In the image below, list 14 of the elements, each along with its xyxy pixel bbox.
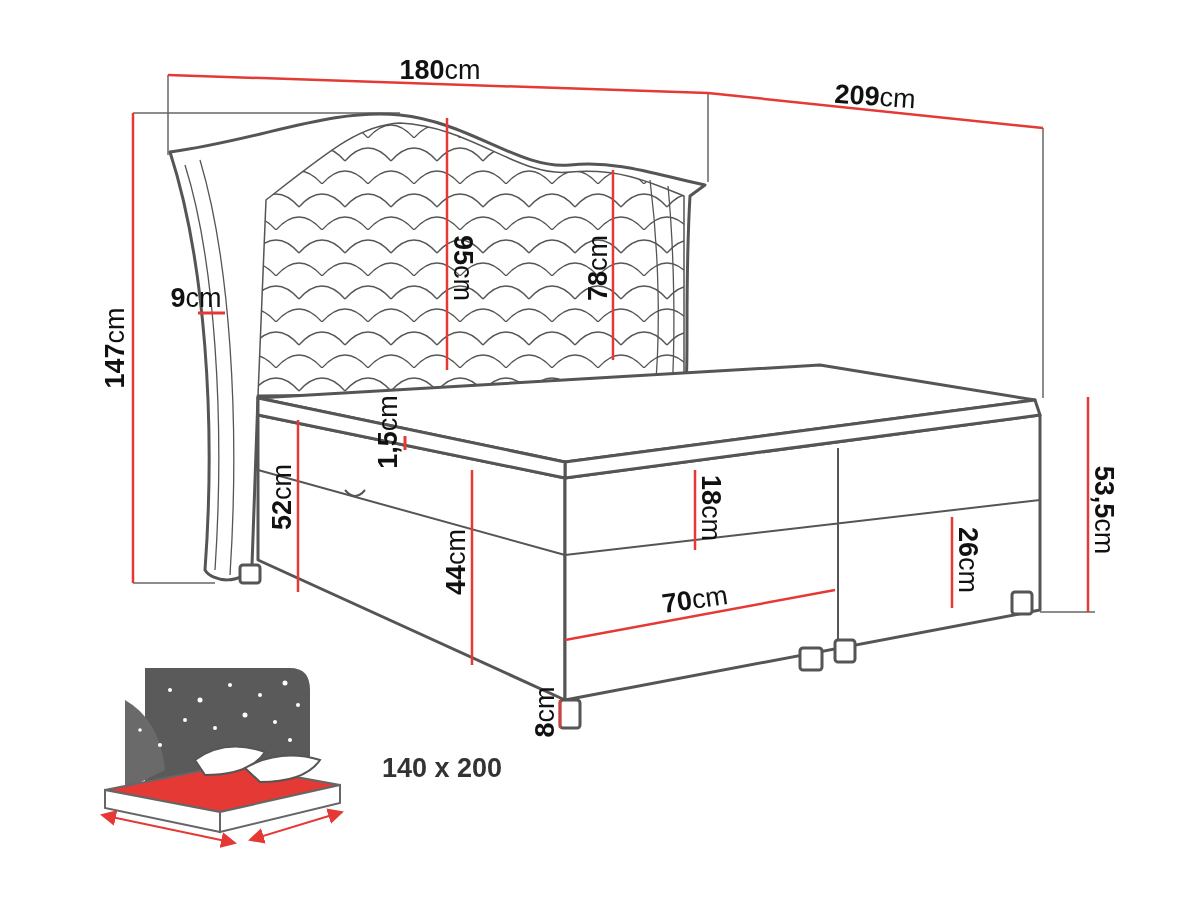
dimension-label: 18cm	[696, 475, 724, 541]
dimension-label: 44cm	[442, 529, 470, 595]
dimension-label: 78cm	[584, 235, 612, 301]
dimension-label: 209cm	[833, 80, 917, 114]
dimension-label: 147cm	[101, 307, 129, 389]
dimension-label: 1,5cm	[374, 395, 402, 469]
dimension-label: 53,5cm	[1089, 465, 1117, 555]
dimension-label: 8cm	[531, 686, 559, 738]
dimension-label: 26cm	[953, 527, 981, 593]
mattress-size-label: 140 x 200	[381, 754, 503, 782]
dimension-label: 70cm	[660, 582, 730, 618]
dimension-label: 180cm	[399, 56, 481, 84]
dimension-label: 95cm	[448, 235, 476, 301]
dimension-label: 52cm	[268, 464, 296, 530]
